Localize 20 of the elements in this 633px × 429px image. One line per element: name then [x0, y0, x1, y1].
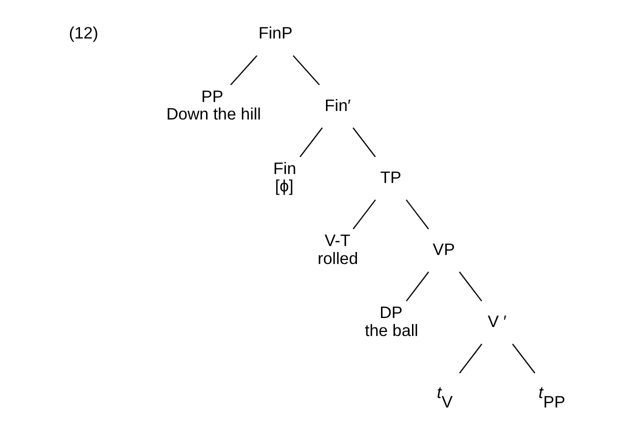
node-text: V ′: [487, 312, 506, 331]
connector: [352, 127, 376, 158]
connector: [458, 272, 482, 302]
connector: [512, 344, 535, 374]
connector: [230, 55, 257, 86]
connector: [292, 55, 320, 86]
node-text: Fin′: [324, 96, 350, 115]
node-text: Fin [ϕ]: [272, 158, 296, 196]
connector: [458, 344, 482, 374]
node-text: TP: [380, 168, 401, 187]
node-text: VP: [432, 240, 454, 259]
node-text: FinP: [258, 24, 292, 43]
connector: [405, 272, 429, 302]
node-text: DP the ball: [364, 303, 418, 340]
node-text: PP Down the hill: [166, 86, 260, 124]
node-text: V-T rolled: [317, 231, 358, 268]
connector: [299, 127, 322, 158]
connector: [405, 199, 428, 230]
connector: [352, 199, 376, 230]
label: (12): [68, 24, 98, 43]
